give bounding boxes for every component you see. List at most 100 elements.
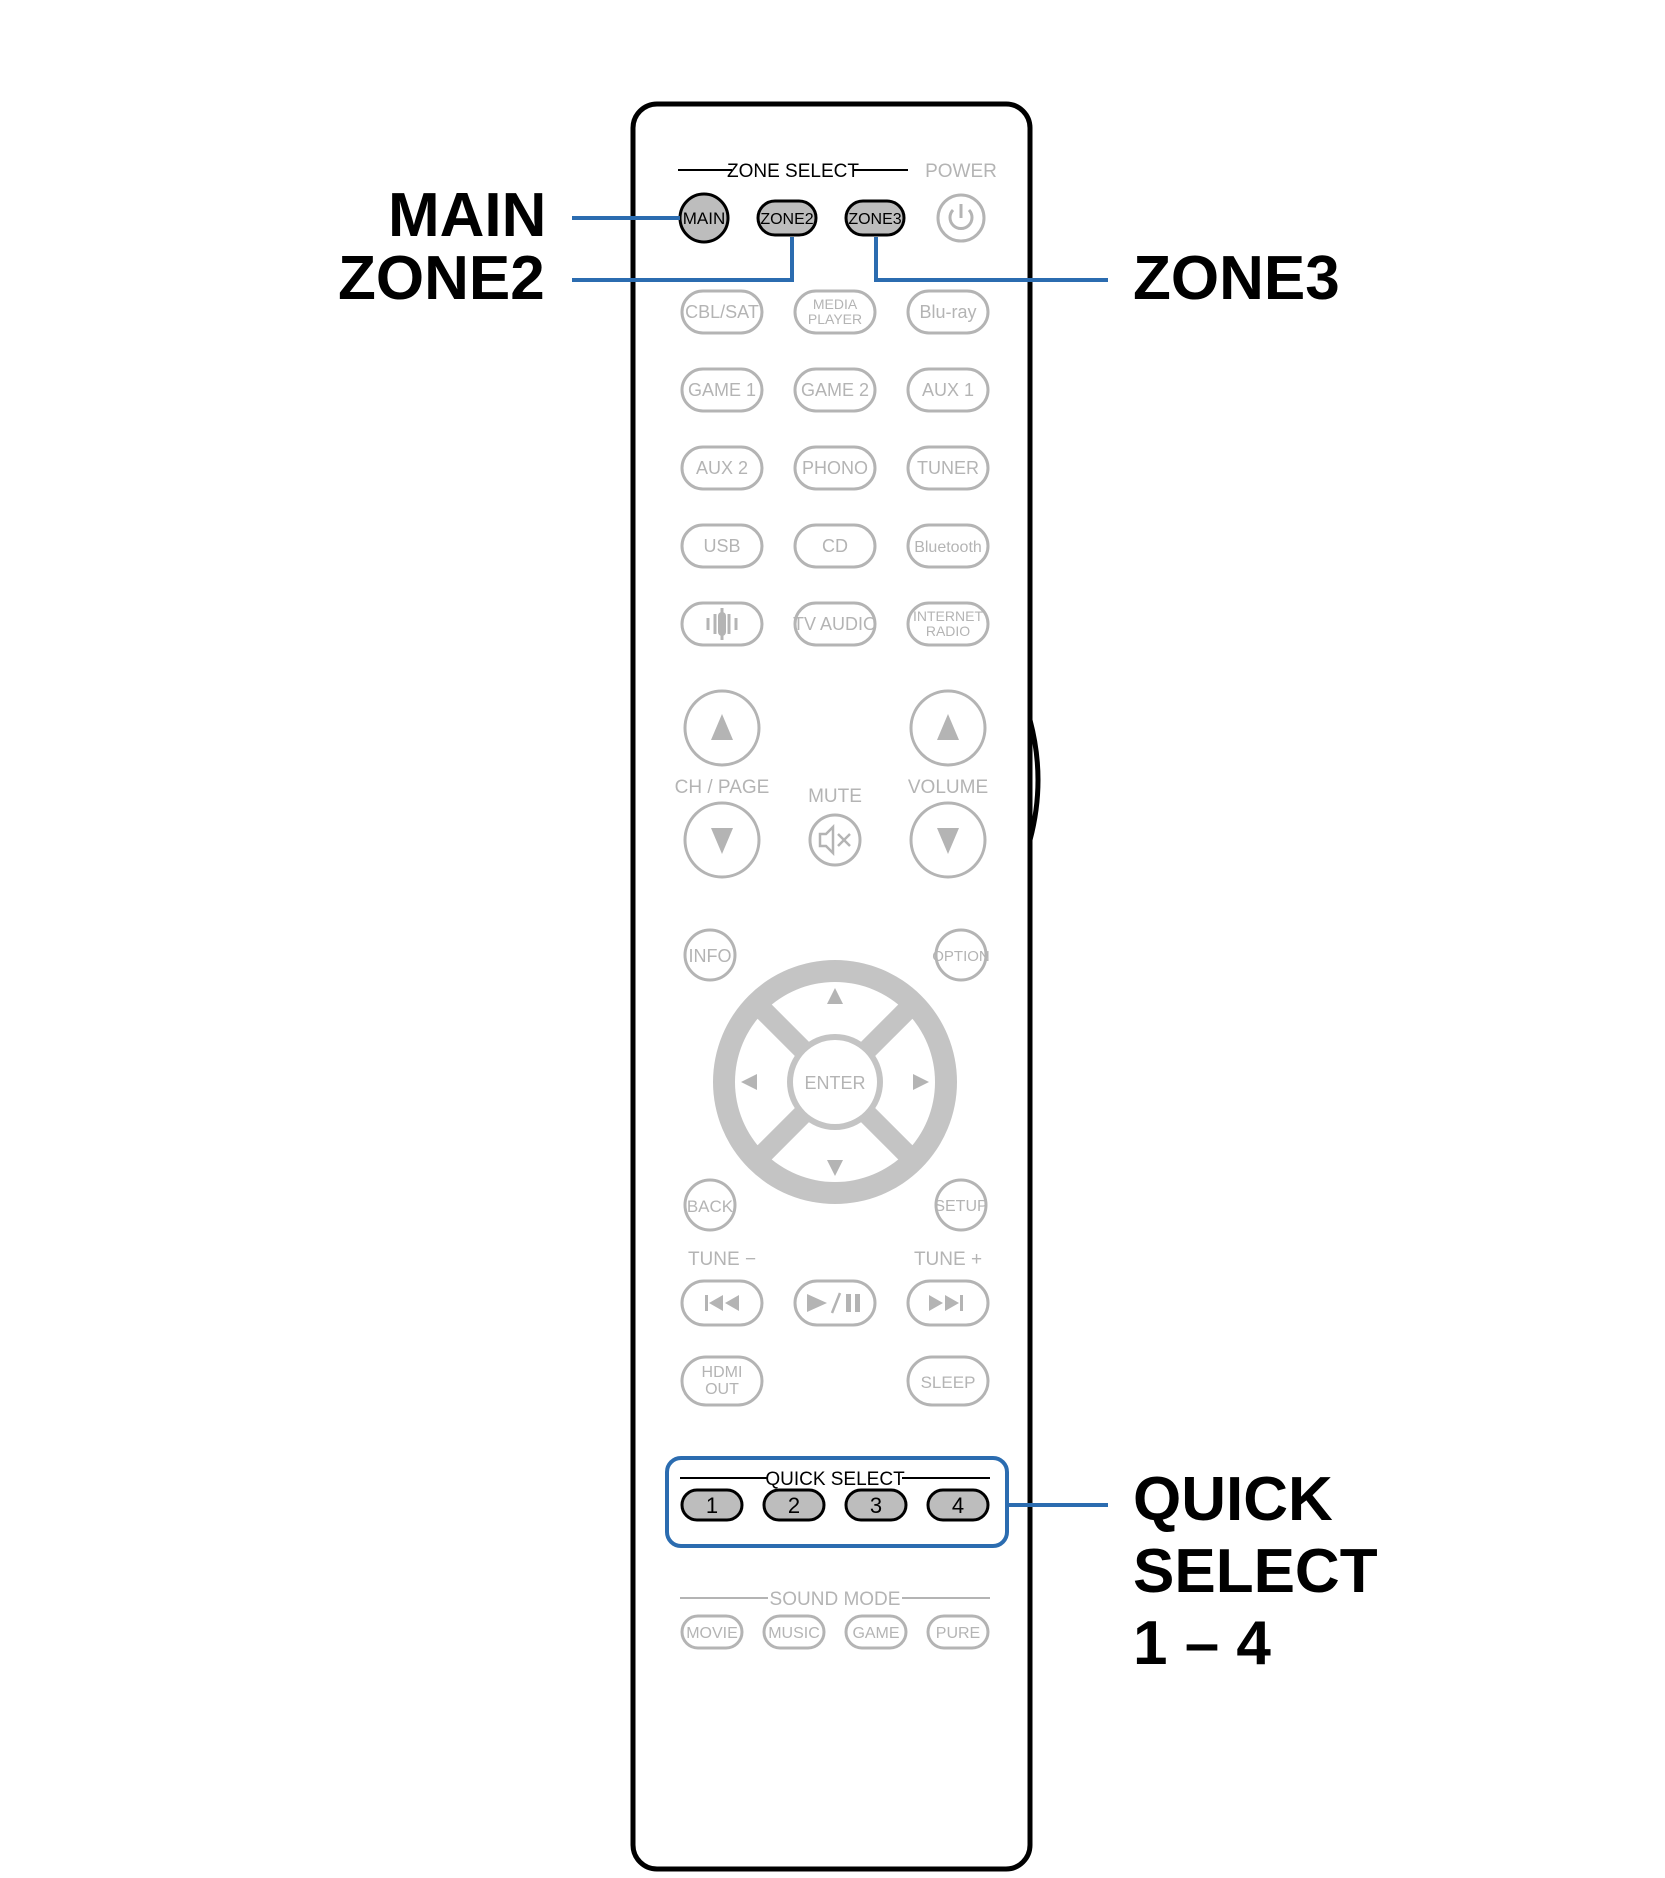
tuner-button[interactable]: TUNER: [906, 445, 990, 491]
quick-select-2-button[interactable]: 2: [762, 1488, 826, 1522]
aux-2-button-label: AUX 2: [696, 458, 748, 478]
cbl-sat-button[interactable]: CBL/SAT: [680, 289, 764, 335]
cbl-sat-button-label: CBL/SAT: [685, 302, 759, 322]
quick-select-callout: QUICK SELECT 1 – 4: [1133, 1464, 1378, 1680]
zone3-leader-line: [874, 237, 1108, 282]
blu-ray-button[interactable]: Blu-ray: [906, 289, 990, 335]
enter-button[interactable]: ENTER: [793, 1040, 877, 1124]
heos-button[interactable]: [680, 601, 764, 647]
game-mode-label: GAME: [852, 1625, 899, 1642]
game-1-button[interactable]: GAME 1: [680, 367, 764, 413]
mute-label: MUTE: [808, 786, 862, 807]
quick-select-1-button[interactable]: 1: [680, 1488, 744, 1522]
power-button[interactable]: [936, 193, 986, 243]
ch-page-down-button[interactable]: [683, 801, 761, 879]
quick-select-2-label: 2: [788, 1493, 800, 1518]
setup-button[interactable]: SETUP: [934, 1178, 988, 1232]
game-2-button-label: GAME 2: [801, 380, 869, 400]
zone2-leader-line: [572, 237, 794, 282]
zone2-callout: ZONE2: [338, 244, 545, 313]
zone3-callout: ZONE3: [1133, 244, 1340, 313]
aux-2-button[interactable]: AUX 2: [680, 445, 764, 491]
svg-text:SLEEP: SLEEP: [921, 1373, 976, 1392]
tuner-button-label: TUNER: [917, 458, 979, 478]
next-icon: [929, 1295, 963, 1311]
sound-mode-buttons: MOVIE MUSIC GAME PURE: [680, 1614, 990, 1650]
main-zone-button[interactable]: MAIN: [678, 192, 730, 244]
quick-select-4-button[interactable]: 4: [926, 1488, 990, 1522]
zone2-button[interactable]: ZONE2: [756, 199, 818, 237]
tune-minus-label: TUNE −: [688, 1249, 756, 1270]
next-track-button[interactable]: [906, 1279, 990, 1327]
zone-select-label: ZONE SELECT: [727, 161, 859, 182]
quick-select-3-button[interactable]: 3: [844, 1488, 908, 1522]
aux-1-button[interactable]: AUX 1: [906, 367, 990, 413]
sound-mode-label: SOUND MODE: [770, 1589, 901, 1610]
cursor-down-button[interactable]: [827, 1160, 843, 1176]
game-1-button-label: GAME 1: [688, 380, 756, 400]
volume-down-button[interactable]: [909, 801, 987, 879]
music-mode-button[interactable]: MUSIC: [762, 1614, 826, 1650]
usb-button[interactable]: USB: [680, 523, 764, 569]
aux-1-button-label: AUX 1: [922, 380, 974, 400]
quick-select-callout-line-1: QUICK: [1133, 1465, 1333, 1534]
quick-select-buttons: 1 2 3 4: [680, 1488, 990, 1522]
power-label: POWER: [925, 161, 997, 182]
svg-text:BACK: BACK: [687, 1197, 734, 1216]
zone3-button[interactable]: ZONE3: [844, 199, 906, 237]
bluetooth-button-label: Bluetooth: [914, 539, 982, 556]
mute-button[interactable]: [808, 813, 862, 867]
svg-text:ZONE3: ZONE3: [848, 211, 901, 228]
mute-icon: [818, 823, 835, 857]
tv-audio-button-label: TV AUDIO: [793, 614, 877, 634]
tv-audio-button[interactable]: TV AUDIO: [793, 601, 877, 647]
game-2-button[interactable]: GAME 2: [793, 367, 877, 413]
ch-page-up-button[interactable]: [683, 689, 761, 767]
svg-text:ENTER: ENTER: [804, 1073, 865, 1093]
phono-button[interactable]: PHONO: [793, 445, 877, 491]
previous-icon: [705, 1295, 739, 1311]
info-button[interactable]: INFO: [683, 928, 737, 982]
phono-button-label: PHONO: [802, 458, 868, 478]
cd-button-label: CD: [822, 536, 848, 556]
cursor-left-button[interactable]: [741, 1074, 757, 1090]
quick-select-callout-line-2: SELECT: [1133, 1537, 1378, 1606]
pure-mode-button[interactable]: PURE: [926, 1614, 990, 1650]
volume-label: VOLUME: [908, 777, 988, 798]
movie-mode-button[interactable]: MOVIE: [680, 1614, 744, 1650]
game-mode-button[interactable]: GAME: [844, 1614, 908, 1650]
remote-side-bulge: [1027, 719, 1041, 841]
svg-text:MAIN: MAIN: [683, 209, 726, 228]
cd-button[interactable]: CD: [793, 523, 877, 569]
previous-track-button[interactable]: [680, 1279, 764, 1327]
quick-select-callout-line-3: 1 – 4: [1133, 1609, 1271, 1678]
back-button[interactable]: BACK: [683, 1178, 737, 1232]
cursor-up-button[interactable]: [827, 988, 843, 1004]
ch-page-label: CH / PAGE: [675, 777, 770, 798]
quick-select-label: QUICK SELECT: [765, 1469, 905, 1490]
svg-text:SETUP: SETUP: [934, 1198, 987, 1215]
quick-select-4-label: 4: [952, 1493, 964, 1518]
movie-mode-label: MOVIE: [686, 1625, 738, 1642]
power-icon: [948, 208, 974, 230]
bluetooth-button[interactable]: Bluetooth: [906, 523, 990, 569]
svg-text:OPTION: OPTION: [932, 948, 990, 965]
volume-up-button[interactable]: [909, 689, 987, 767]
usb-button-label: USB: [703, 536, 740, 556]
play-pause-button[interactable]: [793, 1279, 877, 1327]
cursor-right-button[interactable]: [913, 1074, 929, 1090]
quick-select-highlight: [665, 1456, 1009, 1548]
svg-text:ZONE2: ZONE2: [760, 211, 813, 228]
svg-text:INFO: INFO: [689, 946, 732, 966]
option-button[interactable]: OPTION: [932, 928, 990, 982]
sleep-button[interactable]: SLEEP: [906, 1355, 990, 1407]
heos-icon: [706, 608, 738, 640]
